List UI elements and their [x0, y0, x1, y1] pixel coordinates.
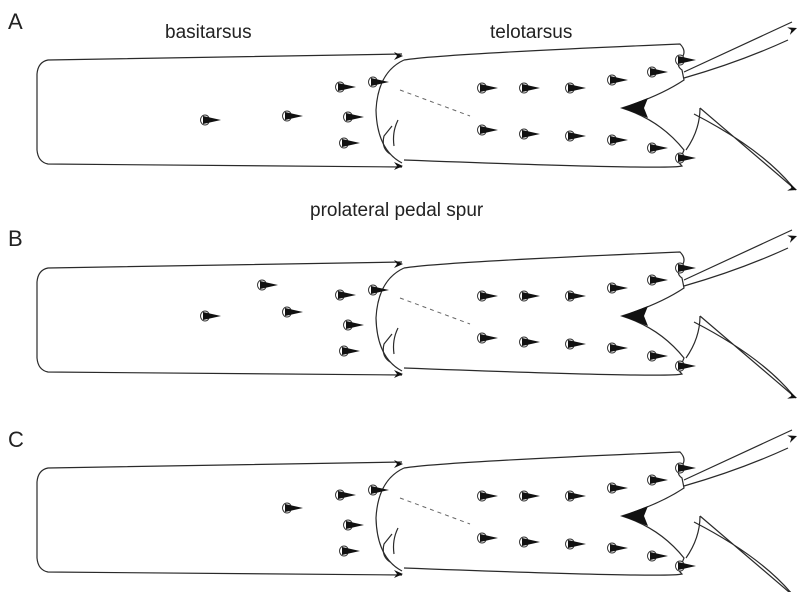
joint-outline — [376, 60, 404, 163]
seta-icon — [676, 153, 697, 163]
claw-outline — [684, 22, 796, 190]
joint-outline — [376, 268, 404, 371]
seta-icon — [369, 485, 390, 495]
claw-outline — [684, 230, 796, 398]
panel-letter-a: A — [8, 9, 23, 34]
label-prolateral-pedal-spur: prolateral pedal spur — [310, 200, 484, 221]
seta-icon — [336, 490, 357, 500]
seta-icon — [648, 67, 669, 77]
basitarsus-outline — [37, 54, 402, 167]
seta-icon — [676, 561, 697, 571]
seta-icon — [648, 351, 669, 361]
seta-icon — [608, 75, 629, 85]
seta-icon — [648, 475, 669, 485]
spur-icon — [622, 98, 648, 118]
spur-icon — [622, 306, 648, 326]
joint-fold-inner — [394, 528, 399, 554]
seta-icon — [608, 543, 629, 553]
seta-icon — [283, 111, 304, 121]
seta-icon — [608, 483, 629, 493]
joint-outline — [376, 468, 404, 571]
seta-icon — [676, 463, 697, 473]
seta-icon — [608, 135, 629, 145]
tarsus-panel-a — [37, 22, 798, 194]
seta-icon — [520, 129, 541, 139]
seta-icon — [344, 320, 365, 330]
seta-icon — [676, 361, 697, 371]
seta-icon — [566, 83, 587, 93]
seta-icon — [520, 291, 541, 301]
seta-icon — [520, 83, 541, 93]
joint-fold-inner — [394, 328, 399, 354]
seta-icon — [369, 77, 390, 87]
claw-icon — [394, 260, 403, 268]
seta-icon — [648, 551, 669, 561]
joint-fold-inner — [394, 120, 399, 146]
seta-icon — [340, 546, 361, 556]
basitarsus-outline — [37, 462, 402, 575]
seta-icon — [478, 291, 499, 301]
spur-icon — [622, 506, 648, 526]
seta-icon — [520, 491, 541, 501]
joint-fold — [383, 534, 392, 562]
claw-icon — [787, 183, 798, 194]
claw-icon — [787, 24, 798, 35]
seta-icon — [283, 503, 304, 513]
seta-icon — [478, 83, 499, 93]
spur-dashline — [400, 298, 470, 324]
basitarsus-outline — [37, 262, 402, 375]
seta-icon — [369, 285, 390, 295]
seta-icon — [676, 55, 697, 65]
seta-icon — [520, 337, 541, 347]
seta-icon — [566, 131, 587, 141]
claw-outline — [684, 430, 796, 592]
tarsus-panel-c — [37, 430, 798, 592]
claw-icon — [394, 52, 403, 60]
seta-icon — [344, 112, 365, 122]
spur-dashline — [400, 90, 470, 116]
seta-icon — [478, 125, 499, 135]
spur-dashline — [400, 498, 470, 524]
seta-icon — [478, 533, 499, 543]
seta-icon — [340, 138, 361, 148]
seta-icon — [258, 280, 279, 290]
panel-letter-b: B — [8, 226, 23, 251]
joint-fold — [383, 126, 392, 154]
seta-icon — [283, 307, 304, 317]
tarsus-panel-b — [37, 230, 798, 402]
seta-icon — [478, 491, 499, 501]
seta-icon — [676, 263, 697, 273]
seta-icon — [344, 520, 365, 530]
seta-icon — [648, 275, 669, 285]
seta-icon — [648, 143, 669, 153]
seta-icon — [478, 333, 499, 343]
joint-fold — [383, 334, 392, 362]
panel-letter-c: C — [8, 427, 24, 452]
seta-icon — [608, 343, 629, 353]
panels-group — [37, 22, 798, 592]
seta-icon — [566, 539, 587, 549]
label-telotarsus: telotarsus — [490, 22, 572, 43]
claw-icon — [787, 432, 798, 443]
seta-icon — [566, 491, 587, 501]
claw-icon — [787, 391, 798, 402]
seta-icon — [336, 290, 357, 300]
seta-icon — [566, 291, 587, 301]
seta-icon — [608, 283, 629, 293]
label-basitarsus: basitarsus — [165, 22, 252, 43]
seta-icon — [566, 339, 587, 349]
claw-icon — [394, 460, 403, 468]
seta-icon — [336, 82, 357, 92]
seta-icon — [201, 311, 222, 321]
seta-icon — [520, 537, 541, 547]
seta-icon — [201, 115, 222, 125]
claw-icon — [787, 232, 798, 243]
seta-icon — [340, 346, 361, 356]
